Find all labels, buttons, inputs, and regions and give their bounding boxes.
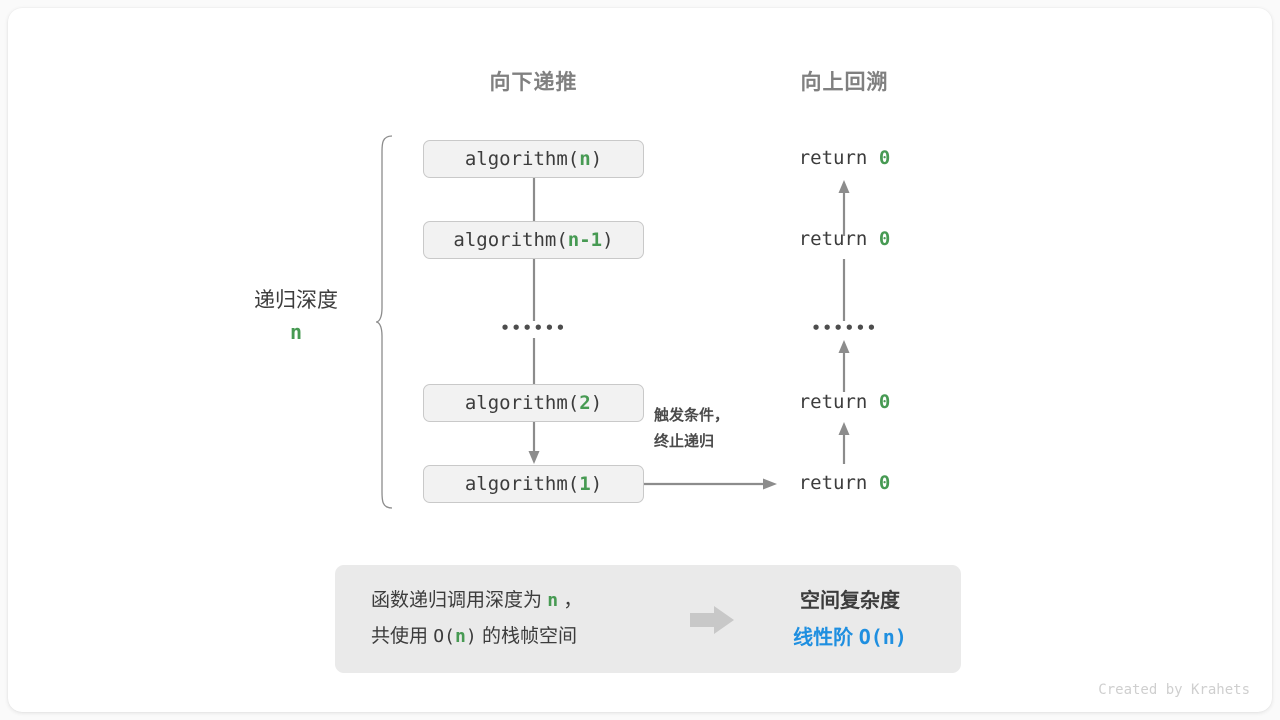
summary-line2-part-a: 共使用 [371,626,429,647]
recursion-depth-label: 递归深度 n [208,286,384,348]
call-box-2: algorithm(2) [423,384,644,422]
summary-line2-part-b: O( [433,626,455,647]
summary-panel: 函数递归调用深度为 n ， 共使用 O(n) 的栈帧空间 空间复杂度 线性阶 O… [335,565,961,673]
summary-line-2: 共使用 O(n) 的栈帧空间 [371,619,582,655]
arrow-up-1-icon [838,180,850,236]
summary-line2-n: n [454,626,466,647]
space-complexity-title: 空间复杂度 [800,590,900,612]
complexity-notation: O(n) [858,625,907,649]
summary-line1-part-b: ， [563,590,583,611]
call-arg: n-1 [567,229,603,251]
return-value: 0 [878,391,891,413]
arrow-up-4-icon [838,422,850,464]
call-suffix: ) [590,148,603,170]
call-prefix: algorithm( [464,473,580,495]
call-prefix: algorithm( [464,148,580,170]
heading-descend: 向下递推 [489,71,578,94]
return-label-1: return 0 [724,147,965,169]
return-value: 0 [878,147,891,169]
recursion-depth-value: n [289,320,303,344]
call-arg: 1 [579,473,591,495]
call-suffix: ) [590,392,603,414]
return-value: 0 [878,472,891,494]
call-prefix: algorithm( [464,392,580,414]
call-arg: 2 [579,392,591,414]
return-keyword: return [798,228,868,250]
return-label-2: return 0 [724,228,965,250]
complexity-order: 线性阶 [793,627,854,649]
return-label-3: return 0 [724,391,965,413]
call-box-n-minus-1: algorithm(n-1) [423,221,644,259]
call-box-1: algorithm(1) [423,465,644,503]
return-keyword: return [798,147,868,169]
space-complexity-value: 线性阶 O(n) [755,619,945,656]
summary-line-1: 函数递归调用深度为 n ， [371,583,582,619]
heading-ascend: 向上回溯 [800,71,889,94]
depth-brace-icon [375,135,393,509]
arrow-up-3-icon [838,340,850,392]
recursion-depth-text: 递归深度 [254,289,338,312]
summary-line1-n: n [547,590,559,611]
credit-text: Created by Krahets [1098,682,1250,698]
terminate-note-line1: 触发条件， [654,407,730,424]
diagram-card: 向下递推 向上回溯 递归深度 n algorithm(n) algorithm(… [8,8,1272,712]
call-prefix: algorithm( [453,229,568,251]
terminate-note-line2: 终止递归 [654,433,715,450]
arrow-down-2-icon [532,259,536,321]
ellipsis-right: •••••• [811,319,878,337]
call-suffix: ) [602,229,614,251]
return-label-4: return 0 [724,472,965,494]
arrow-right-result-icon [690,606,734,634]
return-keyword: return [798,391,868,413]
arrow-up-2-icon [842,259,846,321]
arrow-right-terminate-icon [644,478,777,490]
summary-line2-part-d: 的栈帧空间 [481,626,577,647]
return-keyword: return [798,472,868,494]
summary-line2-part-c: ) [465,626,477,647]
call-arg: n [579,148,591,170]
summary-right-text: 空间复杂度 线性阶 O(n) [755,583,945,656]
call-box-n: algorithm(n) [423,140,644,178]
call-suffix: ) [590,473,603,495]
ellipsis-left: •••••• [500,319,567,337]
return-value: 0 [878,228,891,250]
arrow-down-4-icon [528,422,540,464]
summary-line1-part-a: 函数递归调用深度为 [371,590,543,611]
summary-left-text: 函数递归调用深度为 n ， 共使用 O(n) 的栈帧空间 [371,583,582,655]
terminate-note: 触发条件， 终止递归 [654,403,729,455]
